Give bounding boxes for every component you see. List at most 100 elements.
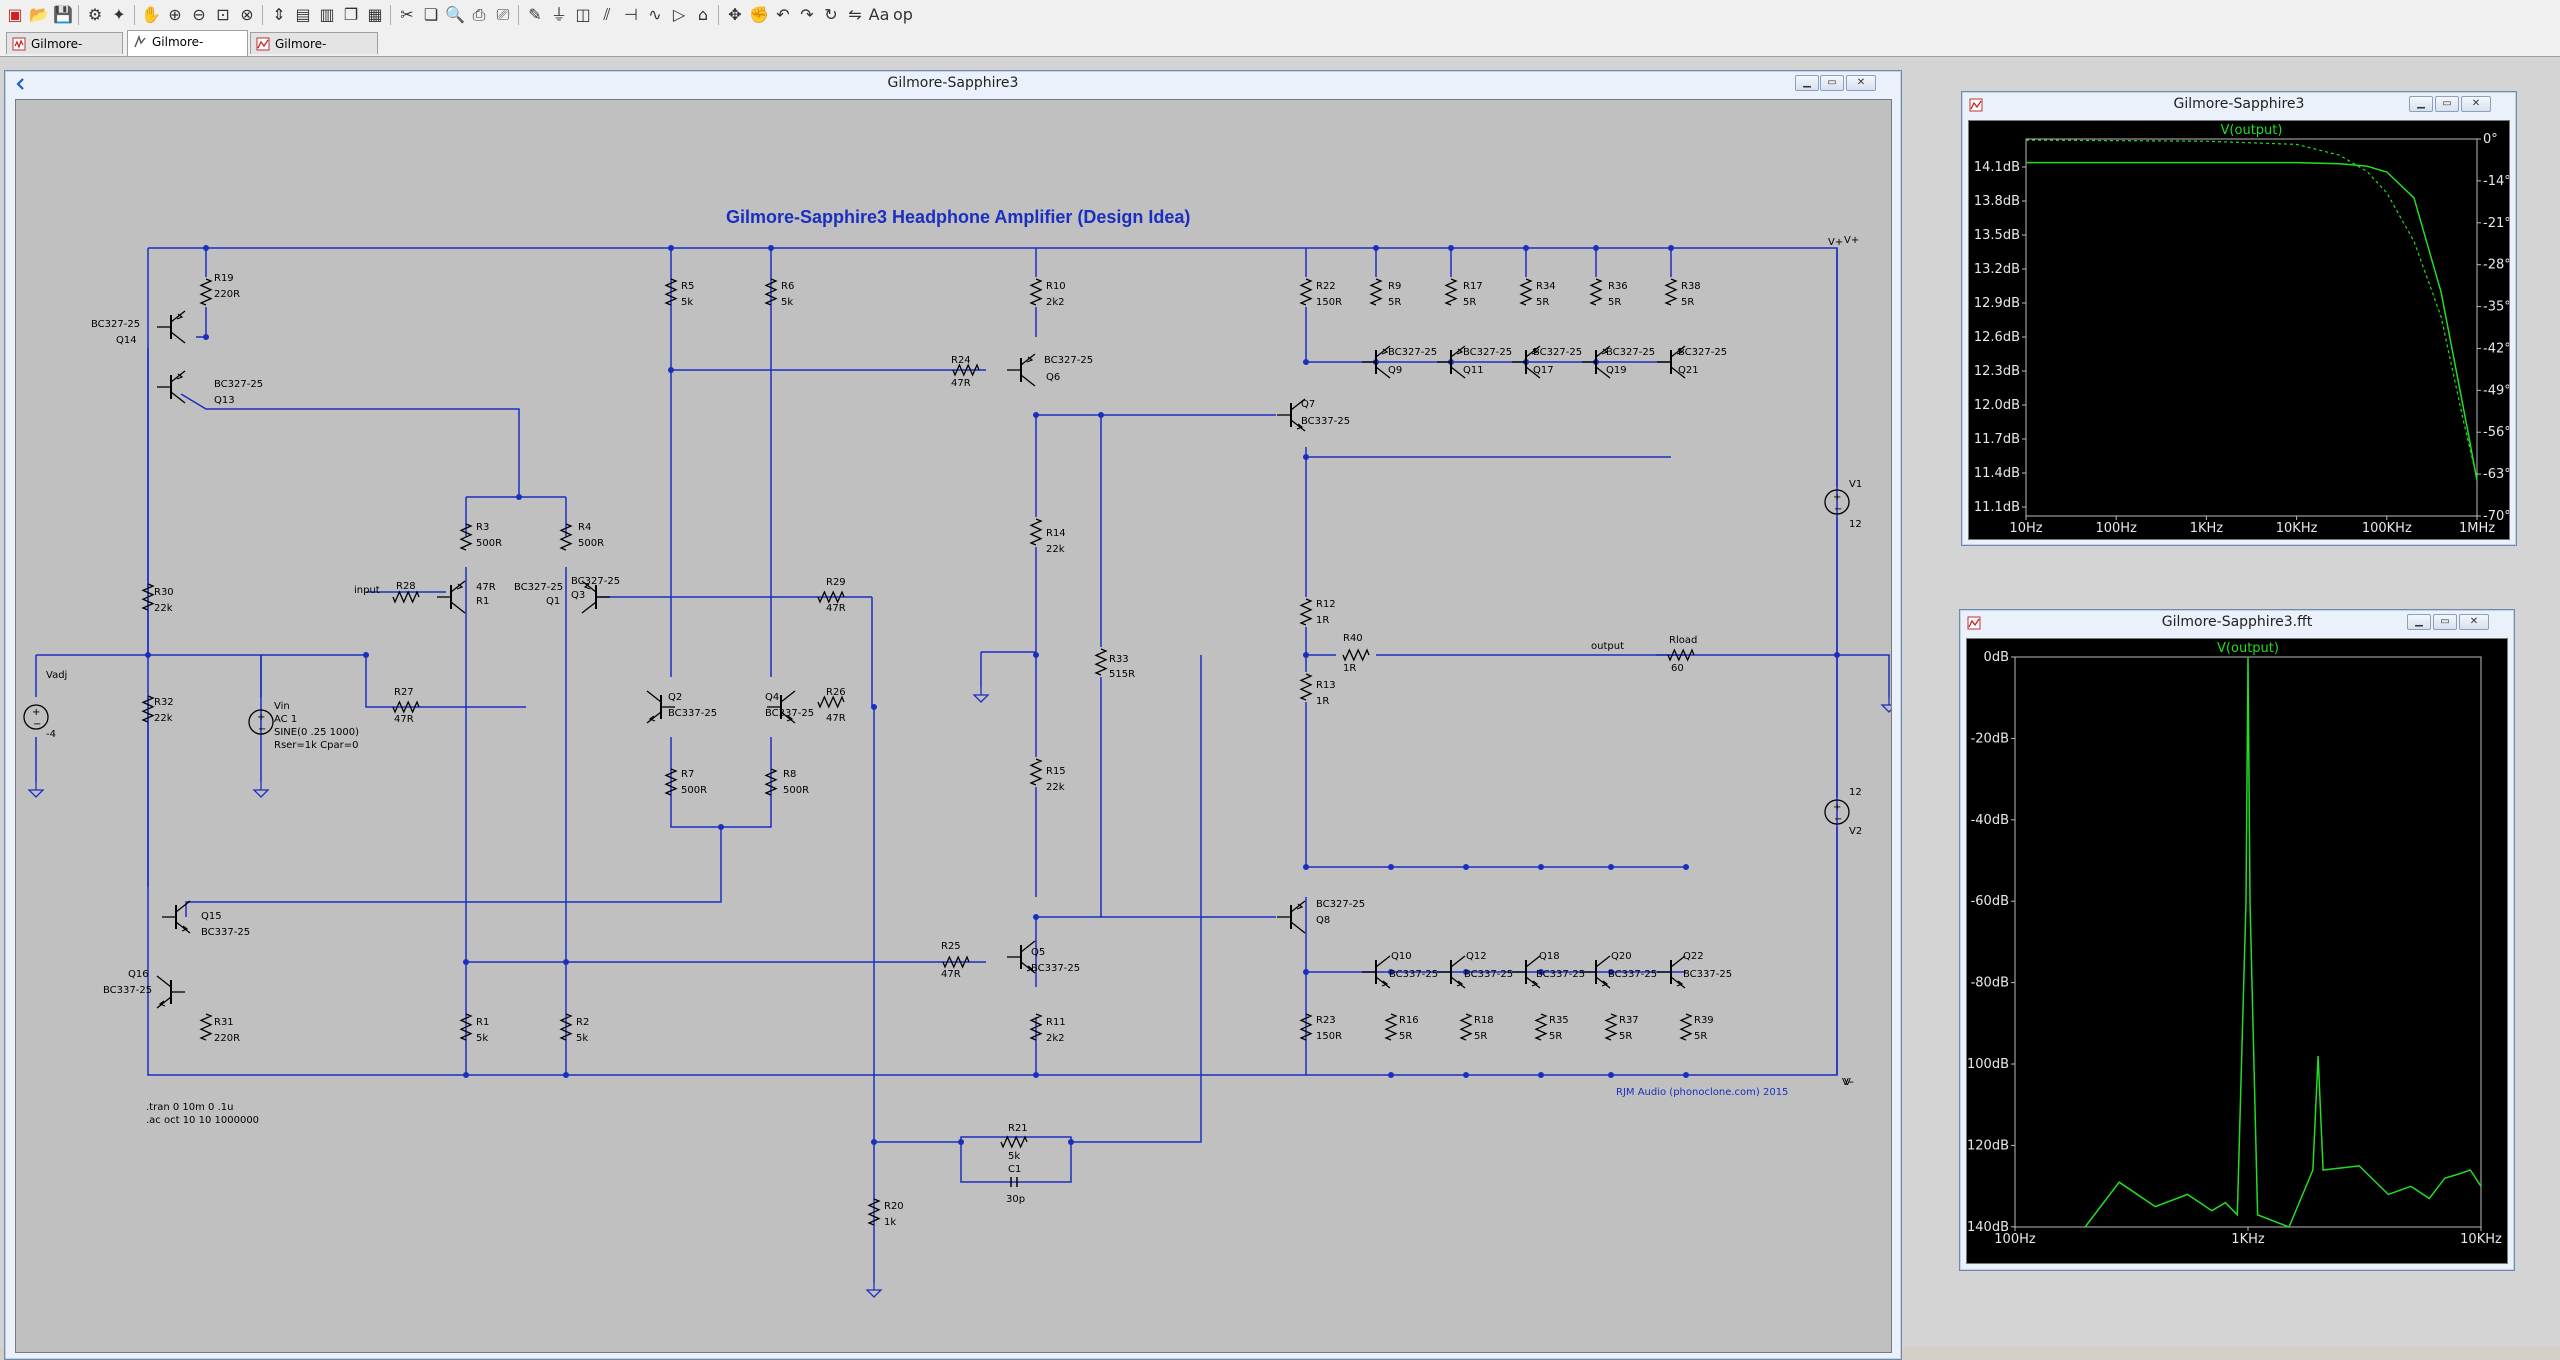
vin-parameter: AC 1 xyxy=(274,714,297,725)
waveform-icon xyxy=(134,35,146,48)
resistor-icon[interactable]: ⫽ xyxy=(603,5,611,24)
print-icon[interactable]: ⎙ xyxy=(472,5,486,24)
schematic-window-icon xyxy=(16,78,24,90)
run-icon[interactable]: ✦ xyxy=(112,5,126,24)
find-icon[interactable]: 🔍 xyxy=(445,5,465,24)
spice-directive-icon[interactable]: op xyxy=(893,5,913,24)
resistor-symbol xyxy=(559,523,573,551)
component-label: 150R xyxy=(1316,1031,1342,1042)
y-tick-label: -20dB xyxy=(1971,731,2009,746)
y2-tick-label: -21° xyxy=(2483,216,2509,231)
component-label: 500R xyxy=(681,785,707,796)
text-icon[interactable]: Aa xyxy=(868,5,890,24)
component-label: R17 xyxy=(1463,281,1483,292)
minimize-button[interactable]: ▁ xyxy=(1795,75,1819,91)
vin-parameter: Vin xyxy=(274,701,290,712)
rotate-icon[interactable]: ↻ xyxy=(824,5,838,24)
fft-plot-window-title: Gilmore-Sapphire3.fft xyxy=(2161,614,2313,630)
component-label: V2 xyxy=(1849,826,1862,837)
component-label: BC327-25 xyxy=(1606,347,1655,358)
component-label: 5R xyxy=(1549,1031,1562,1042)
junction-dot xyxy=(1683,1072,1689,1078)
move-icon[interactable]: ✥ xyxy=(728,5,742,24)
resistor-symbol xyxy=(392,700,420,714)
zoom-cancel-icon[interactable]: ⊗ xyxy=(240,5,254,24)
component-label: R1 xyxy=(476,596,489,607)
maximize-button[interactable]: ▭ xyxy=(2433,614,2457,630)
tile-vertical-icon[interactable]: ▤ xyxy=(295,5,311,24)
component-label: R7 xyxy=(681,769,694,780)
fft-plot-window[interactable]: Gilmore-Sapphire3.fft ▁ ▭ ✕ 0dB-20dB-40d… xyxy=(1959,609,2515,1271)
component-label: 5k xyxy=(781,297,793,308)
resistor-symbol xyxy=(141,695,155,723)
resistor-symbol xyxy=(199,278,213,306)
redo-icon[interactable]: ↷ xyxy=(800,5,814,24)
minimize-button[interactable]: ▁ xyxy=(2407,614,2431,630)
open-icon[interactable]: 📂 xyxy=(29,5,49,24)
component-label: BC337-25 xyxy=(1301,416,1350,427)
close-button[interactable]: ✕ xyxy=(1846,75,1876,91)
halt-icon[interactable]: ✋ xyxy=(141,5,161,24)
cascade-icon[interactable]: ❐ xyxy=(343,5,359,24)
voltage-source-symbol xyxy=(1824,489,1850,515)
settings-icon[interactable]: ⚙ xyxy=(87,5,103,24)
diode-icon[interactable]: ▷ xyxy=(672,5,686,24)
y2-tick-label: -56° xyxy=(2483,425,2509,440)
maximize-button[interactable]: ▭ xyxy=(2435,96,2459,112)
tab-schematic[interactable]: Gilmore-Sapphire3 xyxy=(6,32,123,73)
wire xyxy=(1837,654,1890,697)
resistor-symbol xyxy=(1342,648,1370,662)
zoom-fit-icon[interactable]: ⊡ xyxy=(216,5,230,24)
drag-icon[interactable]: ✊ xyxy=(749,5,769,24)
save-icon[interactable]: 💾 xyxy=(53,5,73,24)
schematic-icon xyxy=(12,37,26,51)
minimize-button[interactable]: ▁ xyxy=(2409,96,2433,112)
close-button[interactable]: ✕ xyxy=(2459,614,2489,630)
close-button[interactable]: ✕ xyxy=(2461,96,2491,112)
autorange-icon[interactable]: ⇕ xyxy=(272,5,286,24)
component-label: BC337-25 xyxy=(1389,969,1438,980)
fft-plot-area[interactable]: 0dB-20dB-40dB-60dB-80dB-100dB-120dB-140d… xyxy=(1966,638,2508,1264)
component-label: R34 xyxy=(1536,281,1556,292)
schematic-canvas[interactable]: +−+−+−+−Gilmore-Sapphire3 Headphone Ampl… xyxy=(15,99,1892,1353)
component-label: 47R xyxy=(476,582,496,593)
toolbar-separator xyxy=(134,5,135,25)
tile-horizontal-icon[interactable]: ▥ xyxy=(319,5,335,24)
zoom-out-icon[interactable]: ⊖ xyxy=(192,5,206,24)
npn-transistor-symbol xyxy=(1007,940,1036,974)
component-label: 5R xyxy=(1463,297,1476,308)
component-label: Q11 xyxy=(1463,365,1484,376)
inductor-icon[interactable]: ∿ xyxy=(648,5,662,24)
plus-sign: + xyxy=(1833,492,1841,503)
component-label: 5R xyxy=(1681,297,1694,308)
resistor-symbol xyxy=(1299,1013,1313,1041)
mirror-icon[interactable]: ⇋ xyxy=(848,5,862,24)
cut-icon[interactable]: ✂ xyxy=(400,5,414,24)
junction-dot xyxy=(563,1072,569,1078)
ground-icon[interactable]: ⏚ xyxy=(550,5,567,24)
junction-dot xyxy=(1068,1139,1074,1145)
close-all-icon[interactable]: ▦ xyxy=(367,5,383,24)
junction-dot xyxy=(1683,864,1689,870)
zoom-in-icon[interactable]: ⊕ xyxy=(168,5,182,24)
resistor-symbol xyxy=(1299,673,1313,701)
resistor-symbol xyxy=(764,278,778,306)
label-icon[interactable]: ◫ xyxy=(575,5,591,24)
component-icon[interactable]: ⌂ xyxy=(697,5,709,24)
tab-ac-plot[interactable]: Gilmore-Sapphire3 xyxy=(127,30,248,71)
print-preview-icon[interactable]: ⎚ xyxy=(496,5,510,24)
junction-dot xyxy=(871,704,877,710)
capacitor-icon[interactable]: ⊣ xyxy=(624,5,638,24)
new-schematic-icon[interactable]: ▣ xyxy=(7,5,23,24)
tab-fft-plot[interactable]: Gilmore-Sapphire3.fft xyxy=(250,32,378,73)
maximize-button[interactable]: ▭ xyxy=(1820,75,1844,91)
component-label: R25 xyxy=(941,941,961,952)
copy-icon[interactable]: ❏ xyxy=(423,5,439,24)
schematic-window[interactable]: Gilmore-Sapphire3 ▁ ▭ ✕ +−+−+−+−Gilmore-… xyxy=(4,70,1902,1360)
resistor-symbol xyxy=(1094,648,1108,676)
ground-symbol xyxy=(1880,697,1891,713)
wire-icon[interactable]: ✎ xyxy=(528,5,542,24)
undo-icon[interactable]: ↶ xyxy=(776,5,790,24)
